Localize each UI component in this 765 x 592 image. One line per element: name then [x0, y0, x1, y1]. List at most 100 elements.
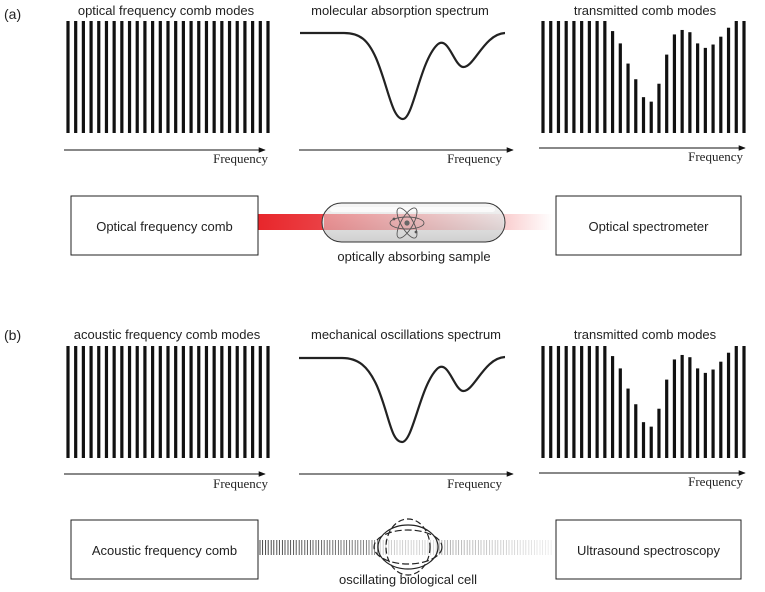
comb-mode-bar: [564, 346, 568, 458]
source-box-label: Optical frequency comb: [96, 219, 233, 234]
comb-mode-bar: [266, 346, 270, 458]
comb-mode-bar: [97, 346, 101, 458]
comb-mode-bar: [734, 21, 738, 133]
comb-title: acoustic frequency comb modes: [74, 327, 261, 342]
comb-modes-plot: [66, 21, 270, 133]
comb-mode-bar: [89, 346, 93, 458]
axis-label: Frequency: [447, 151, 502, 166]
source-box: [70, 195, 259, 256]
comb-mode-bar: [127, 346, 132, 458]
comb-mode-bar: [626, 63, 630, 134]
comb-mode-bar: [742, 21, 746, 133]
comb-mode-bar: [641, 97, 646, 133]
comb-mode-bar: [610, 31, 615, 133]
comb-mode-bar: [158, 346, 162, 458]
comb-mode-bar: [634, 404, 638, 458]
comb-mode-bar: [626, 388, 630, 458]
atom-icon: [389, 207, 425, 239]
comb-mode-bar: [618, 368, 622, 458]
comb-mode-bar: [719, 361, 723, 458]
comb-mode-bar: [135, 346, 139, 458]
comb-mode-bar: [726, 352, 731, 458]
comb-mode-bar: [258, 21, 262, 133]
comb-mode-bar: [556, 346, 561, 458]
comb-mode-bar: [112, 346, 116, 458]
comb-mode-bar: [688, 32, 692, 134]
comb-mode-bar: [143, 346, 147, 458]
comb-mode-bar: [665, 379, 669, 458]
spectrum-title: molecular absorption spectrum: [311, 3, 489, 18]
panel-b: (b) acoustic frequency comb modes Freque…: [4, 327, 746, 587]
detector-box-label: Ultrasound spectroscopy: [577, 543, 721, 558]
comb-mode-bar: [166, 21, 170, 133]
comb-mode-bar: [220, 21, 224, 133]
comb-mode-bar: [189, 346, 193, 458]
comb-mode-bar: [719, 36, 723, 133]
comb-mode-bar: [151, 21, 155, 133]
comb-mode-bar: [120, 346, 124, 458]
comb-mode-bar: [220, 346, 224, 458]
comb-mode-bar: [556, 21, 561, 133]
comb-mode-bar: [197, 346, 201, 458]
comb-mode-bar: [151, 346, 155, 458]
comb-mode-bar: [572, 346, 576, 458]
comb-title: optical frequency comb modes: [78, 3, 255, 18]
transmitted-modes-plot: [541, 346, 746, 458]
comb-mode-bar: [680, 354, 684, 458]
comb-mode-bar: [235, 346, 239, 458]
comb-mode-bar: [212, 346, 216, 458]
comb-mode-bar: [66, 346, 70, 458]
comb-mode-bar: [204, 346, 209, 458]
cell-icon: [373, 518, 443, 576]
transmitted-title: transmitted comb modes: [574, 327, 717, 342]
comb-mode-bar: [166, 346, 170, 458]
comb-mode-bar: [81, 21, 85, 133]
axis-label: Frequency: [213, 151, 268, 166]
comb-mode-bar: [580, 346, 584, 458]
detector-box: [555, 519, 742, 580]
comb-mode-bar: [726, 27, 731, 133]
axis-label: Frequency: [447, 476, 502, 491]
comb-mode-bar: [258, 346, 262, 458]
panel-letter: (b): [4, 327, 21, 343]
oscillation-spectrum-curve: [299, 355, 506, 444]
comb-mode-bar: [97, 21, 101, 133]
comb-mode-bar: [212, 21, 216, 133]
comb-mode-bar: [742, 346, 746, 458]
comb-mode-bar: [657, 408, 661, 458]
detector-box: [555, 195, 742, 256]
comb-mode-bar: [610, 356, 615, 458]
comb-mode-bar: [672, 34, 677, 133]
comb-mode-bar: [649, 426, 653, 458]
comb-mode-bar: [657, 83, 661, 133]
comb-mode-bar: [112, 21, 116, 133]
detector-box-label: Optical spectrometer: [589, 219, 710, 234]
axis-label: Frequency: [688, 474, 743, 489]
source-box-label: Acoustic frequency comb: [92, 543, 237, 558]
comb-mode-bar: [696, 368, 700, 458]
comb-mode-bar: [235, 21, 239, 133]
comb-mode-bar: [74, 21, 78, 133]
comb-mode-bar: [127, 21, 132, 133]
comb-mode-bar: [703, 372, 707, 458]
comb-mode-bar: [572, 21, 576, 133]
absorption-spectrum-curve: [300, 31, 506, 121]
comb-mode-bar: [564, 21, 568, 133]
axis-label: Frequency: [688, 149, 743, 164]
comb-mode-bar: [634, 79, 638, 133]
comb-mode-bar: [603, 21, 607, 133]
comb-mode-bar: [541, 21, 545, 133]
comb-mode-bar: [143, 21, 147, 133]
panel-letter: (a): [4, 6, 21, 22]
comb-mode-bar: [672, 359, 677, 458]
comb-modes-plot: [66, 346, 270, 458]
transmitted-title: transmitted comb modes: [574, 3, 717, 18]
comb-mode-bar: [243, 346, 247, 458]
comb-mode-bar: [549, 21, 553, 133]
comb-mode-bar: [734, 346, 738, 458]
comb-mode-bar: [251, 346, 255, 458]
comb-mode-bar: [243, 21, 247, 133]
comb-mode-bar: [89, 21, 93, 133]
comb-mode-bar: [711, 369, 715, 458]
comb-mode-bar: [688, 357, 692, 458]
